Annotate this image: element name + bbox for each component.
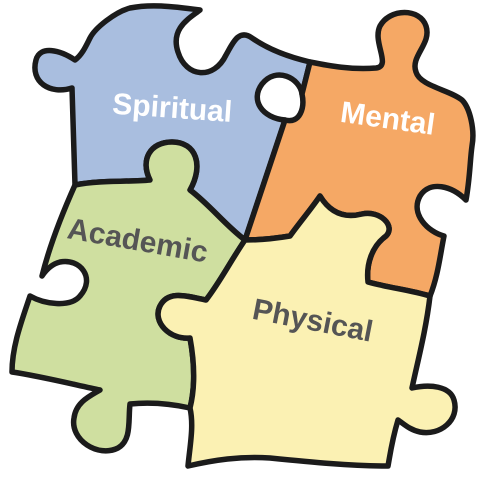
puzzle-piece-academic [9,139,248,454]
puzzle-piece-physical [155,193,458,469]
